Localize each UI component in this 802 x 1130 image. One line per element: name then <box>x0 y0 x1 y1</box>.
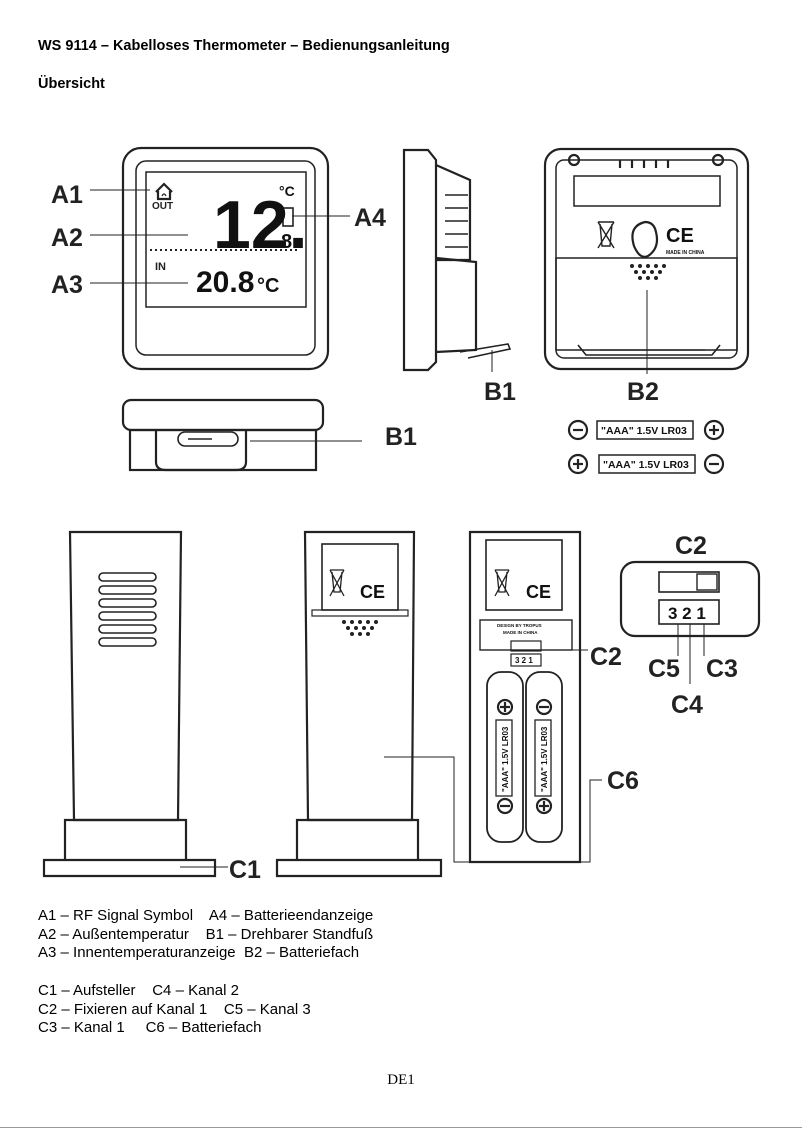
battery-label-top: "AAA" 1.5V LR03 <box>601 425 687 437</box>
callout-c5: C5 <box>648 655 680 683</box>
made-in-china-back: MADE IN CHINA <box>666 250 705 256</box>
ce-mark-back: CE <box>666 225 694 247</box>
outdoor-temperature-main: 12. <box>213 187 308 263</box>
display-unit-front <box>121 146 330 371</box>
document-title: WS 9114 – Kabelloses Thermometer – Bedie… <box>38 38 450 54</box>
outdoor-temperature-decimal: 8 <box>281 231 292 253</box>
indoor-temperature: 20.8 <box>196 266 254 299</box>
callout-b1-side: B1 <box>484 378 516 406</box>
callout-c6: C6 <box>607 767 639 795</box>
compartment-battery-right: "AAA" 1.5V LR03 <box>540 726 549 792</box>
legend-row: C1 – Aufsteller C4 – Kanal 2 <box>38 982 239 999</box>
legend-group-c: C1 – Aufsteller C4 – Kanal 2 C2 – Fixier… <box>38 982 311 1038</box>
callout-a1: A1 <box>51 181 83 209</box>
display-unit-side <box>402 148 512 372</box>
legend-row: A1 – RF Signal Symbol A4 – Batterieendan… <box>38 907 374 924</box>
battery-low-icon <box>282 207 294 227</box>
callout-c2-top: C2 <box>675 532 707 560</box>
design-by-label: DESIGN BY TROPUS <box>497 623 542 628</box>
product-overview-illustration: OUT IN 12. 8 °C 20.8 °C <box>42 146 761 884</box>
page-bottom-rule <box>0 1127 802 1128</box>
legend-row: A2 – Außentemperatur B1 – Drehbarer Stan… <box>38 925 374 943</box>
page-number: DE1 <box>387 1072 415 1088</box>
ce-mark-compartment: CE <box>526 582 551 602</box>
made-in-china-compartment: MADE IN CHINA <box>503 630 538 635</box>
callout-c1: C1 <box>229 856 261 884</box>
battery-polarity-diagram <box>567 419 725 475</box>
battery-label-bottom: "AAA" 1.5V LR03 <box>603 459 689 471</box>
callout-c3: C3 <box>706 655 738 683</box>
callout-c4: C4 <box>671 691 703 719</box>
channel-switch-numbers-small: 3 2 1 <box>515 656 533 665</box>
indoor-temperature-unit: °C <box>257 275 279 297</box>
sensor-open-compartment <box>468 530 582 864</box>
display-unit-bottom <box>121 398 325 472</box>
in-label: IN <box>155 261 166 273</box>
out-label: OUT <box>152 201 173 212</box>
callout-c2-side: C2 <box>590 643 622 671</box>
callout-b2: B2 <box>627 378 659 406</box>
rf-signal-icon <box>155 182 173 201</box>
callout-a3: A3 <box>51 271 83 299</box>
legend-row: A3 – Innentemperaturanzeige B2 – Batteri… <box>38 944 360 961</box>
callout-a4: A4 <box>354 204 386 232</box>
channel-switch-numbers: 3 2 1 <box>668 604 706 623</box>
sensor-front <box>42 530 217 878</box>
sensor-back <box>275 530 443 878</box>
section-heading: Übersicht <box>38 76 105 92</box>
legend-group-a-b: A1 – RF Signal Symbol A4 – Batterieendan… <box>38 907 373 963</box>
weee-bin-icon <box>597 221 615 249</box>
compartment-battery-left: "AAA" 1.5V LR03 <box>501 726 510 792</box>
legend-row: C3 – Kanal 1 C6 – Batteriefach <box>38 1019 262 1036</box>
callout-b1-bottom: B1 <box>385 423 417 451</box>
ce-mark-sensor-back: CE <box>360 582 385 602</box>
channel-switch-detail <box>619 560 761 684</box>
outdoor-temperature-unit: °C <box>279 183 295 199</box>
callout-a2: A2 <box>51 224 83 252</box>
legend-row: C2 – Fixieren auf Kanal 1 C5 – Kanal 3 <box>38 1000 311 1018</box>
